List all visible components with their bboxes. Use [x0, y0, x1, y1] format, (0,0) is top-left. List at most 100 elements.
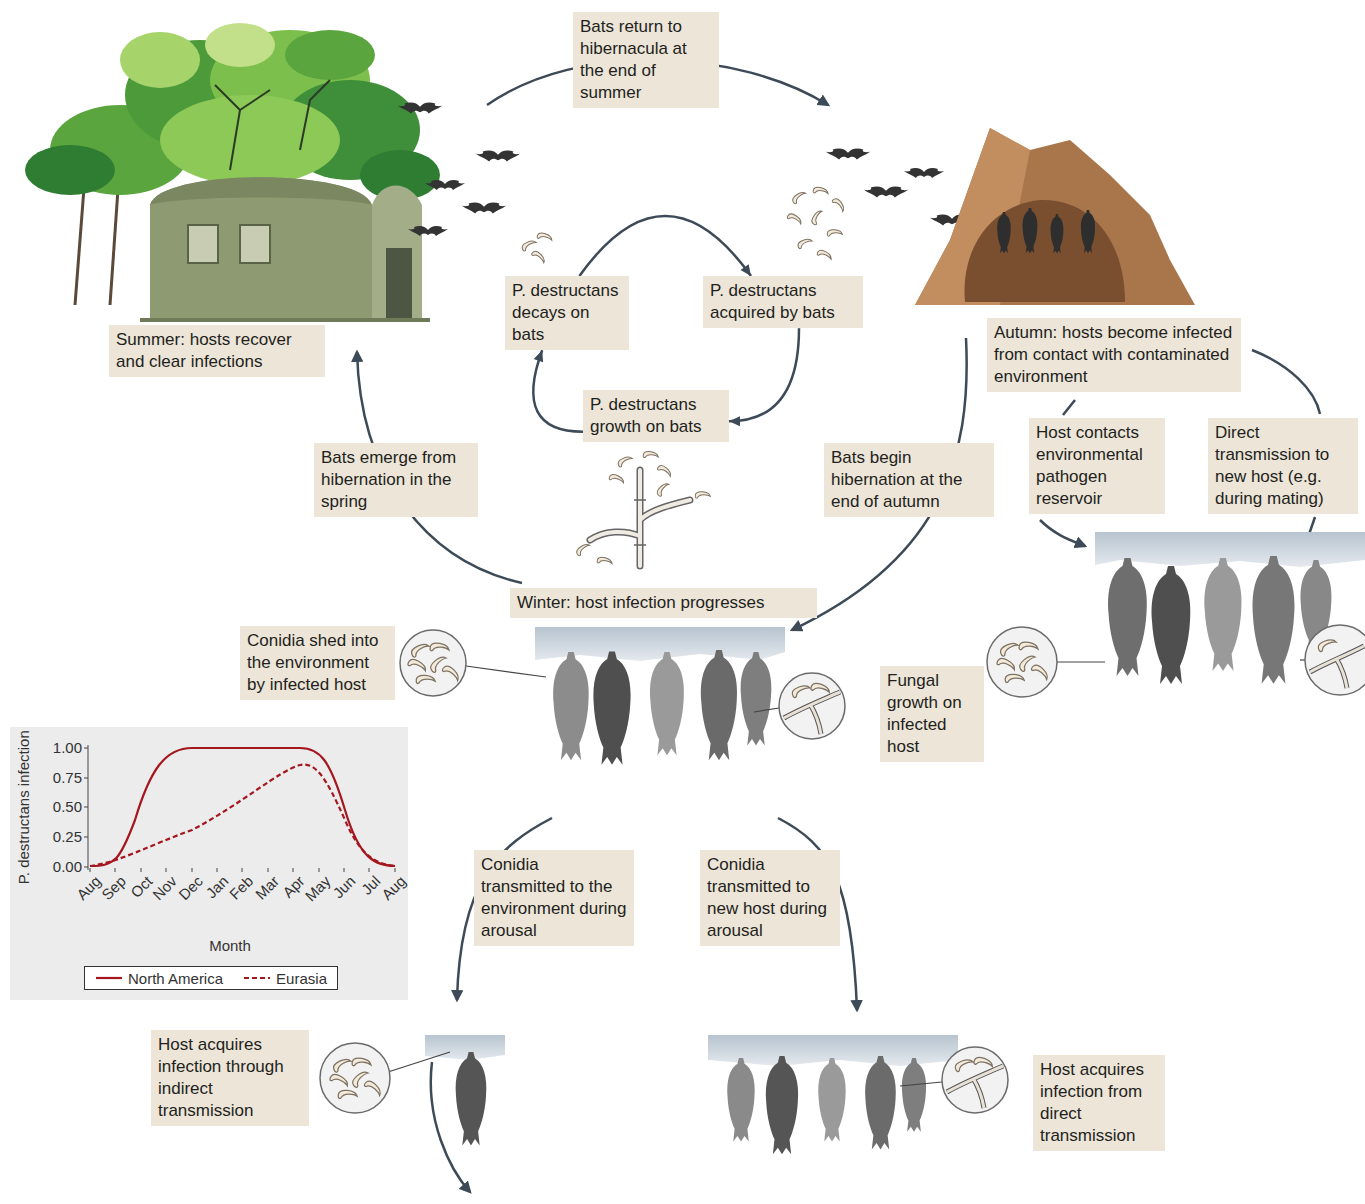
magnified-hyphae: [947, 1066, 1003, 1108]
cluster-roost: [766, 1056, 798, 1154]
winter-roost: [553, 652, 589, 760]
autumn-roost: [1204, 558, 1241, 671]
magnified-conidia: [429, 641, 450, 655]
cave-mountain: [1023, 208, 1038, 253]
magnified-hyphae: [1300, 625, 1365, 695]
label-text: Bats begin hibernation at the end of aut…: [831, 447, 987, 513]
cycle-arrows: [357, 60, 1320, 1192]
fungal-hypha: [590, 470, 690, 566]
cave-mountain: [915, 128, 1195, 305]
magnified-conidia: [996, 656, 1017, 674]
magnified-conidia: [987, 627, 1105, 697]
month-tick: Feb: [227, 873, 257, 903]
month-tick: Jul: [358, 873, 383, 898]
quonset-barn: [240, 225, 270, 263]
month-tick: Oct: [127, 873, 155, 901]
label-text: Conidia transmitted to new host during a…: [707, 854, 833, 942]
arrowhead: [741, 264, 751, 276]
trees: [160, 95, 340, 185]
infection-chart: [84, 748, 88, 867]
winter-roost: [535, 627, 785, 765]
winter-roost: [650, 652, 684, 755]
legend-sample: [243, 973, 271, 983]
conidia-cluster: [810, 209, 825, 225]
quonset-barn: [140, 318, 430, 322]
conidia-cluster: [521, 239, 538, 251]
legend-line: [244, 977, 270, 979]
cluster-roost: [818, 1058, 845, 1142]
label-box: P. destructans decays on bats: [505, 276, 629, 350]
fungal-hypha: [575, 542, 592, 556]
magnified-conidia: [1005, 673, 1025, 685]
label-box: Fungal growth on infected host: [880, 666, 984, 762]
label-text: P. destructans acquired by bats: [710, 280, 856, 324]
magnified-conidia: [320, 1043, 450, 1113]
cluster-roost: [902, 1058, 926, 1132]
fungal-hypha: [608, 472, 625, 486]
trees: [205, 23, 275, 67]
conidia-cluster: [791, 190, 808, 204]
magnified-hyphae: [784, 692, 840, 734]
magnified-hyphae: [791, 684, 812, 698]
arrowhead: [729, 416, 740, 426]
label-box: Host acquires infection through indirect…: [151, 1030, 309, 1126]
winter-roost: [701, 650, 737, 760]
fungal-hypha: [634, 500, 646, 545]
cycle-arrows: [1252, 350, 1320, 414]
legend-text: Eurasia: [276, 970, 327, 987]
magnified-conidia: [999, 641, 1020, 656]
label-box: Conidia transmitted to the environment d…: [474, 850, 634, 946]
quonset-barn: [150, 177, 372, 205]
cluster-roost: [727, 1058, 754, 1142]
label-box: Winter: host infection progresses: [510, 588, 817, 618]
single-bat-roost: [425, 1035, 505, 1145]
magnified-hyphae: [942, 1047, 1008, 1113]
month-tick: Mar: [253, 873, 283, 903]
trees: [25, 145, 115, 195]
label-box: P. destructans acquired by bats: [703, 276, 863, 328]
month-tick: May: [302, 873, 334, 905]
conidia-cluster: [797, 238, 813, 249]
cave-mountain: [915, 128, 1195, 305]
conidia-cluster: [787, 212, 803, 227]
label-text: Host acquires infection from direct tran…: [1040, 1059, 1158, 1147]
fungal-hypha: [597, 555, 614, 567]
autumn-roost: [1095, 532, 1365, 567]
magnified-conidia: [332, 1057, 353, 1072]
connector-line: [579, 216, 751, 276]
month-tick: Aug: [74, 873, 105, 904]
magnified-hyphae: [754, 708, 779, 712]
label-box: Bats emerge from hibernation in the spri…: [314, 443, 478, 517]
month-tick: Jun: [330, 873, 359, 902]
magnified-conidia: [338, 1089, 358, 1101]
legend-item: North America: [95, 970, 223, 987]
fungal-hypha: [695, 491, 711, 501]
conidia-cluster: [827, 229, 843, 239]
magnified-conidia: [400, 630, 546, 696]
magnified-hyphae: [1310, 646, 1364, 688]
magnified-conidia: [388, 1052, 450, 1072]
quonset-barn: [188, 225, 218, 263]
month-tick: Nov: [150, 873, 181, 904]
month-tick: Sep: [99, 873, 130, 904]
fungal-hypha: [655, 482, 671, 497]
label-box: Direct transmission to new host (e.g. du…: [1208, 418, 1358, 514]
magnified-conidia: [1057, 661, 1105, 662]
label-box: Bats begin hibernation at the end of aut…: [824, 443, 994, 517]
conidia-cluster: [832, 197, 846, 214]
quonset-barn: [140, 177, 430, 322]
autumn-roost: [1253, 556, 1295, 684]
conidia-cluster: [521, 231, 553, 266]
magnified-conidia: [1030, 663, 1049, 683]
cluster-roost: [708, 1035, 958, 1154]
cycle-connector: [729, 328, 799, 426]
magnified-hyphae: [900, 1082, 942, 1086]
label-box: Autumn: hosts become infected from conta…: [987, 318, 1241, 392]
label-box: Host acquires infection from direct tran…: [1033, 1055, 1165, 1151]
label-box: Summer: hosts recover and clear infectio…: [109, 325, 325, 377]
magnified-hyphae: [1305, 625, 1365, 695]
label-text: Winter: host infection progresses: [517, 592, 810, 614]
winter-roost: [741, 652, 772, 745]
magnified-conidia: [351, 1056, 372, 1070]
label-text: Fungal growth on infected host: [887, 670, 977, 758]
